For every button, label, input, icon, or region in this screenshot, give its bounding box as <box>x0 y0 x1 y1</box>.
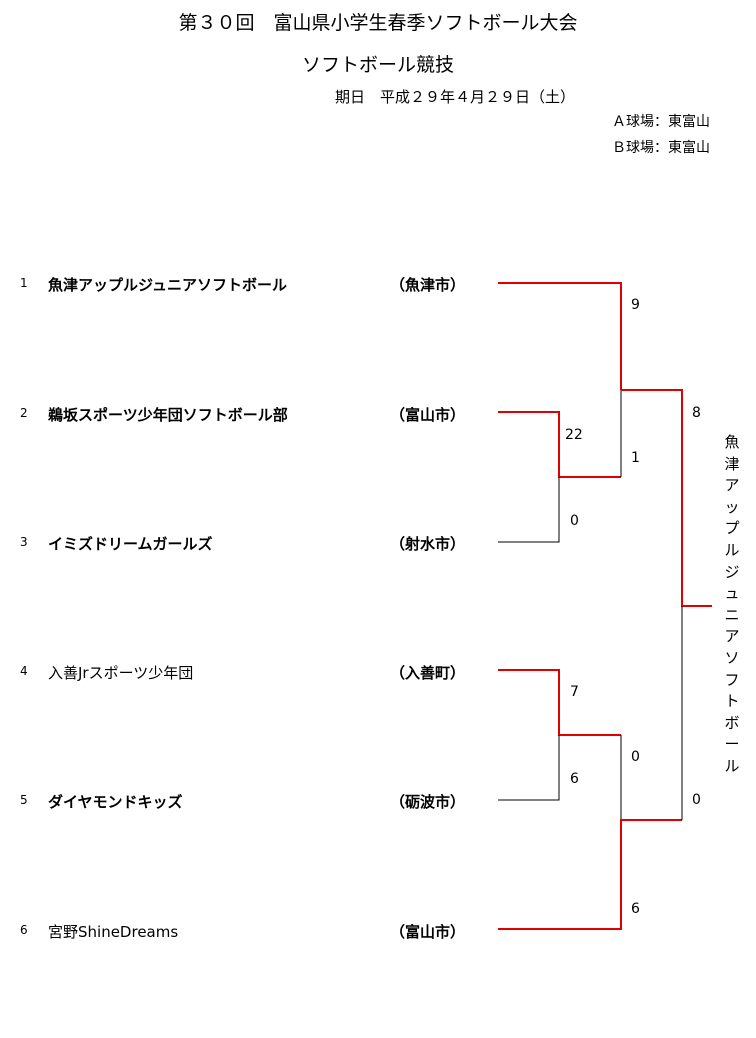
score-r1-top-team3: 0 <box>570 513 579 529</box>
team-city: （富山市） <box>390 923 466 941</box>
score-sf-bot-team6: 6 <box>631 901 640 917</box>
team-seed: 4 <box>20 664 28 678</box>
score-sf-bot-winner: 0 <box>631 749 640 765</box>
bracket-line-team3 <box>498 477 560 543</box>
team-name: ダイヤモンドキッズ <box>48 793 183 811</box>
team-seed: 3 <box>20 535 28 549</box>
tournament-title: 第３０回 富山県小学生春季ソフトボール大会 <box>178 12 578 34</box>
bracket-line-team6 <box>498 819 682 930</box>
team-name: 宮野ShineDreams <box>48 923 179 941</box>
score-sf-top-team1: 9 <box>631 297 640 313</box>
team-seed: 2 <box>20 406 28 420</box>
score-final-top: 8 <box>692 405 701 421</box>
team-name: 入善Jrスポーツ少年団 <box>48 664 194 682</box>
champion-name: 魚津アップルジュニアソフトボール <box>724 433 740 775</box>
score-r1-top-team2: 22 <box>565 427 583 443</box>
team-seed: 1 <box>20 276 28 290</box>
team-name: 魚津アップルジュニアソフトボール <box>48 276 287 294</box>
score-r1-bot-team5: 6 <box>570 771 579 787</box>
bracket-line-team1 <box>498 282 622 390</box>
team-city: （入善町） <box>390 664 466 682</box>
bracket-line-final-top <box>621 389 712 607</box>
score-r1-bot-team4: 7 <box>570 684 579 700</box>
team-name: イミズドリームガールズ <box>48 535 213 553</box>
venue-a: Ａ球場：東富山 <box>612 114 710 130</box>
team-seed: 5 <box>20 793 28 807</box>
team-city: （砺波市） <box>390 793 466 811</box>
team-seed: 6 <box>20 923 28 937</box>
team-city: （射水市） <box>390 535 466 553</box>
bracket-line-team2 <box>498 411 621 478</box>
event-date: 期日 平成２９年４月２９日（土） <box>335 88 576 106</box>
bracket-line-team4 <box>498 669 621 736</box>
bracket-line-team5 <box>498 735 560 801</box>
venue-b: Ｂ球場：東富山 <box>612 140 710 156</box>
team-city: （魚津市） <box>390 276 466 294</box>
event-subtitle: ソフトボール競技 <box>301 54 454 76</box>
score-sf-top-winner: 1 <box>631 450 640 466</box>
team-city: （富山市） <box>390 406 466 424</box>
score-final-bot: 0 <box>692 792 701 808</box>
team-name: 鵜坂スポーツ少年団ソフトボール部 <box>48 406 288 424</box>
